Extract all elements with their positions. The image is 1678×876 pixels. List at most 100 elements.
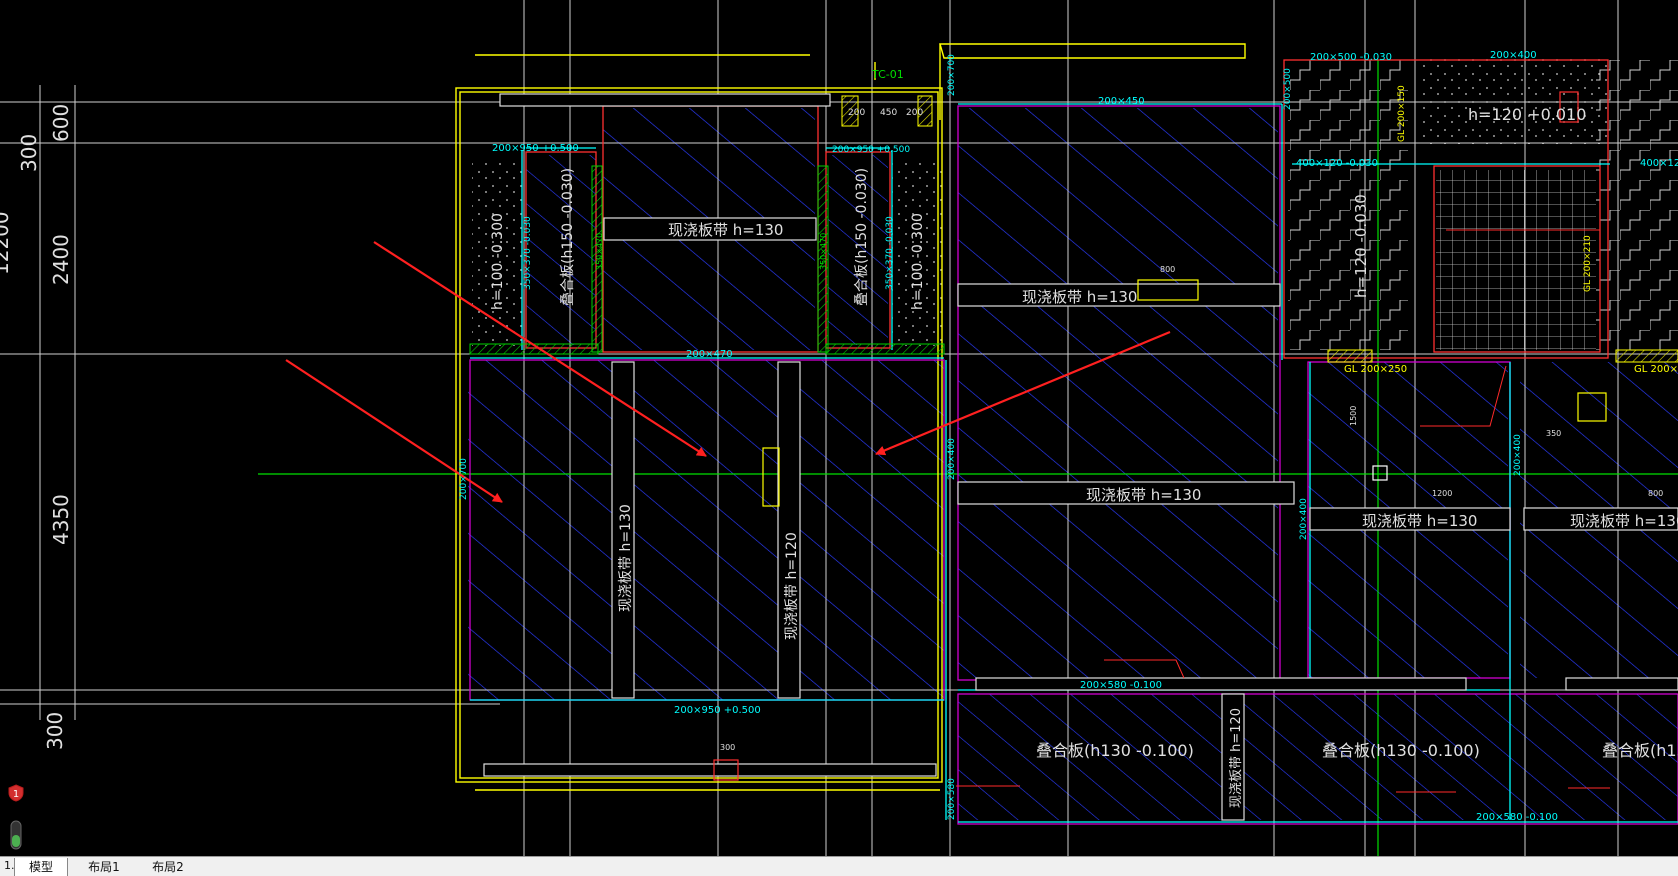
label-beam-200x580-bottom: 200×580 -0.100 (1476, 812, 1558, 823)
arrow-3 (875, 330, 1171, 456)
band-vertical-a-shape (611, 361, 635, 699)
dotted-slab-top-right (1418, 58, 1608, 144)
label-composite-left: 叠合板(h150 -0.030) (560, 168, 576, 306)
label-beam-200x500-top-right: 200×500 -0.030 (1310, 52, 1392, 63)
label-beam-200x580-left: 200×580 (947, 778, 957, 820)
label-gl-200x150: GL 200×150 (1397, 85, 1407, 142)
label-composite-bottom-b: 叠合板(h130 -0.100) (1322, 741, 1480, 760)
shield-badge-number: 1 (13, 789, 19, 800)
label-beam-200x470: 200×470 (686, 349, 733, 360)
layout-tab-bar: 1.0 模型 布局1 布局2 (0, 856, 1678, 876)
label-slab-h100-right: h=100 -0.300 (910, 213, 926, 310)
label-dim-1500: 1500 (1349, 406, 1358, 426)
label-beam-200x700-left: 200×700 (459, 458, 469, 500)
label-band-right-mid: 现浇板带 h=130 (1086, 486, 1201, 504)
label-dim-350: 350 (1546, 429, 1561, 438)
label-beam-200x950-top-right: 200×950 +0.500 (832, 145, 910, 155)
label-dim-800-b: 800 (1648, 489, 1663, 498)
label-beam-400x120-right: 400×120 (1640, 158, 1678, 169)
dim-300-bottom: 300 (43, 712, 67, 750)
label-band-right-upper: 现浇板带 h=130 (1022, 288, 1137, 306)
label-beam-200x500: 200×500 (1283, 68, 1293, 110)
star-block-left (472, 160, 522, 346)
arrow-1 (285, 359, 503, 503)
dimension-labels: 300 600 12200 2400 4350 300 (0, 104, 73, 750)
label-beam-200x450: 200×450 (1098, 96, 1145, 107)
band-far-right-b-shape (1523, 507, 1678, 531)
label-beam-200x950-bottom: 200×950 +0.500 (674, 705, 761, 716)
small-markers (713, 91, 1607, 781)
label-beam-200x950-top: 200×950 +0.500 (492, 143, 579, 154)
shield-icon[interactable]: 1 (8, 784, 24, 802)
label-wall-350x470: 350×470 (595, 233, 604, 270)
stairs-left (1288, 60, 1408, 350)
label-band-far-right-a: 现浇板带 h=130 (1362, 512, 1477, 530)
label-composite-right: 叠合板(h150 -0.030) (854, 168, 870, 306)
label-gl-200x210: GL 200×210 (1583, 235, 1593, 292)
green-axis (258, 60, 1678, 856)
label-beam-200x400-b: 200×400 (1299, 498, 1309, 540)
star-block-right (892, 160, 942, 346)
label-dim-200-b: 200 (906, 108, 923, 118)
wall-outlines (455, 43, 1246, 791)
dim-300-top: 300 (17, 134, 41, 172)
tab-model[interactable]: 模型 (14, 858, 68, 876)
dim-4350: 4350 (49, 494, 73, 545)
label-gl-200x250-b: GL 200×25 (1634, 364, 1678, 375)
label-dim-1200: 1200 (1432, 489, 1452, 498)
label-beam-200x580-top: 200×580 -0.100 (1080, 680, 1162, 691)
dim-12200: 12200 (0, 211, 13, 275)
grid-hatch-block (1436, 170, 1596, 350)
band-right-mid-shape (957, 481, 1295, 505)
cast-bands (483, 93, 1678, 821)
label-band-vertical-a: 现浇板带 h=130 (618, 504, 634, 612)
composite-slab-right-hatch (828, 155, 888, 345)
dim-600: 600 (49, 104, 73, 142)
slab-hatch-right-large (958, 108, 1278, 678)
band-vertical-b-shape (777, 361, 801, 699)
label-band-far-right-b: 现浇板带 h=130 (1570, 512, 1678, 530)
label-beam-200x700: 200×700 (947, 54, 957, 96)
yellow-blocks (841, 95, 1678, 363)
label-dim-800: 800 (1160, 265, 1175, 274)
slab-hatch-bottom (958, 694, 1678, 820)
label-beam-200x400-right: 200×400 (1513, 434, 1523, 476)
green-strips (469, 165, 945, 355)
label-band-vertical-c: 现浇板带 h=120 (1229, 708, 1244, 808)
side-toolbar: 1 (6, 780, 26, 854)
composite-slab-left-hatch (526, 155, 596, 345)
dim-2400: 2400 (49, 234, 73, 285)
label-composite-bottom-a: 叠合板(h130 -0.100) (1036, 741, 1194, 760)
label-dim-300: 300 (720, 743, 735, 752)
band-top-center-shape (603, 217, 817, 241)
label-slab-h100-left: h=100 -0.300 (490, 213, 506, 310)
label-beam-200x400-top-right: 200×400 (1490, 50, 1537, 61)
label-slab-h120-030: h=120 -0.030 (1352, 194, 1370, 298)
red-arrows (285, 241, 1171, 503)
label-slab-h120-010: h=120 +0.010 (1468, 105, 1586, 124)
band-right-upper-shape (957, 283, 1281, 307)
label-dim-450: 450 (880, 108, 897, 118)
label-wall-350x370-r: 350×370 -0.030 (885, 216, 895, 290)
drawing-labels: TC-01 200×950 +0.500 200×470 200×450 200… (459, 50, 1678, 823)
label-composite-bottom-c: 叠合板(h130 (1602, 741, 1678, 760)
label-wall-350x370: 350×370 -0.030 (523, 216, 533, 290)
label-beam-400x120: 400×120 -0.030 (1296, 158, 1378, 169)
band-far-right-a-shape (1309, 507, 1511, 531)
stairs-right (1596, 60, 1678, 350)
slab-hatch-main-left (468, 360, 944, 700)
arrow-2 (373, 241, 707, 457)
label-dim-200-a: 200 (848, 108, 865, 118)
label-band-vertical-b: 现浇板带 h=120 (784, 532, 800, 640)
toggle-icon[interactable] (10, 820, 22, 850)
band-vertical-c-shape (1221, 693, 1245, 821)
tab-layout-1[interactable]: 布局1 (88, 860, 120, 874)
label-gl-200x250: GL 200×250 (1344, 364, 1407, 375)
hatch-regions (468, 58, 1678, 820)
label-wall-350x470-r: 350×470 (819, 233, 828, 270)
tab-layout-2[interactable]: 布局2 (152, 860, 184, 874)
label-band-top-center: 现浇板带 h=130 (668, 221, 783, 239)
label-tc01: TC-01 (871, 68, 904, 81)
